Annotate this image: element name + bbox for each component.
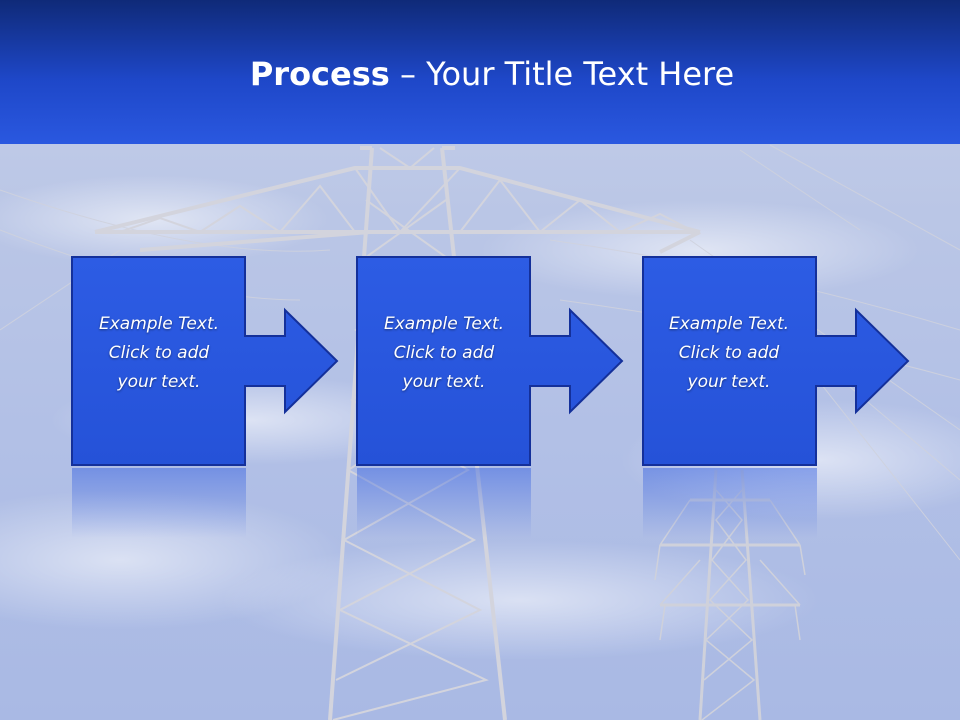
title-bar bbox=[0, 0, 960, 144]
step-2-reflection bbox=[357, 468, 531, 538]
step-3-line-2: Click to add bbox=[678, 343, 780, 363]
title-bold-text: Process bbox=[249, 55, 390, 93]
slide-title[interactable]: Process – Your Title Text Here bbox=[0, 50, 960, 98]
step-1-line-3: your text. bbox=[117, 372, 201, 392]
step-3-text[interactable]: Example Text. Click to add your text. bbox=[642, 310, 816, 397]
step-2-line-2: Click to add bbox=[393, 343, 495, 363]
step-1-line-2: Click to add bbox=[108, 343, 210, 363]
step-2-line-3: your text. bbox=[402, 372, 486, 392]
step-3-line-3: your text. bbox=[687, 372, 771, 392]
step-2-text[interactable]: Example Text. Click to add your text. bbox=[357, 310, 531, 397]
step-2-arrow-shape[interactable] bbox=[356, 256, 624, 466]
title-rest-text: – Your Title Text Here bbox=[389, 55, 735, 93]
step-1-line-1: Example Text. bbox=[98, 314, 220, 334]
step-2-line-1: Example Text. bbox=[383, 314, 505, 334]
step-1-reflection bbox=[72, 468, 246, 538]
step-3-reflection bbox=[643, 468, 817, 538]
step-1-arrow-shape[interactable] bbox=[71, 256, 339, 466]
step-3-arrow-shape[interactable] bbox=[642, 256, 910, 466]
step-1-text[interactable]: Example Text. Click to add your text. bbox=[72, 310, 246, 397]
step-3-line-1: Example Text. bbox=[668, 314, 790, 334]
